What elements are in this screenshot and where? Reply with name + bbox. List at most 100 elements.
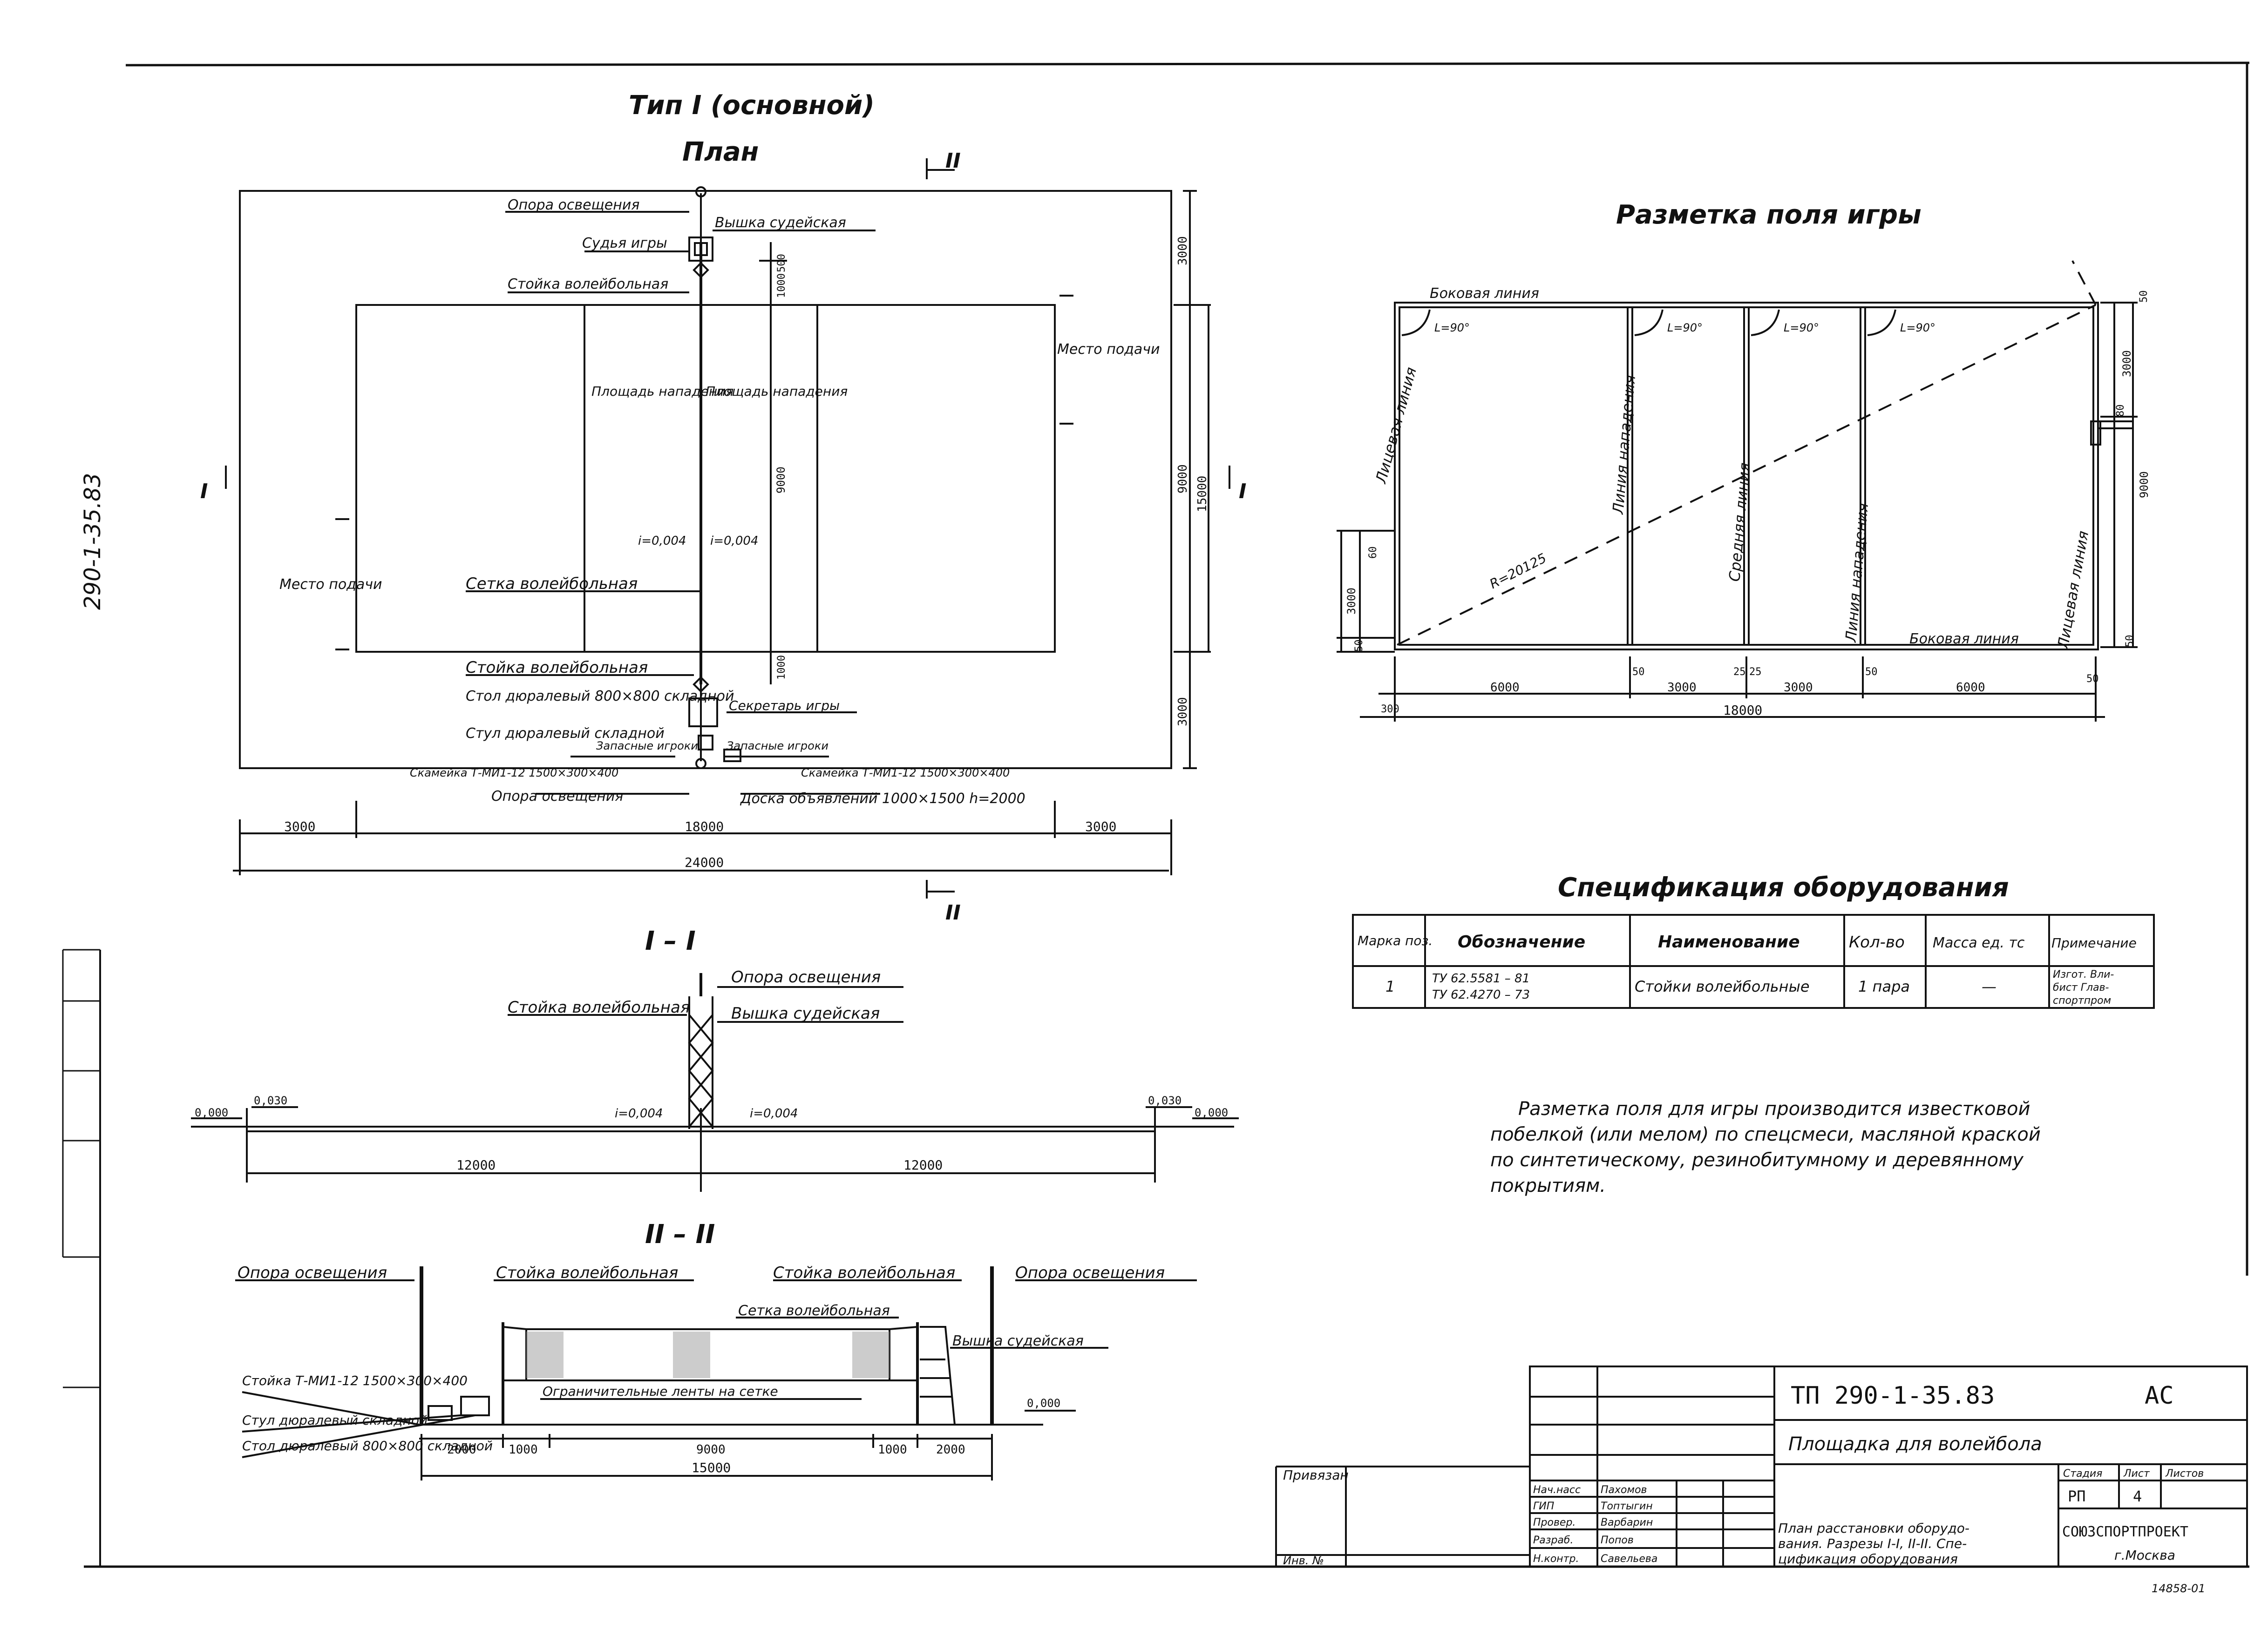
plan-label-table: Стол дюралевый 800×800 складной xyxy=(466,688,734,704)
marking-court-outer xyxy=(1394,302,2099,650)
stamp-linked: Привязан xyxy=(1283,1467,1349,1483)
plan-label-light-pole-top: Опора освещения xyxy=(508,197,639,213)
section2-label-light-pole-right: Опора освещения xyxy=(1015,1264,1165,1282)
section2-dim-c: 9000 xyxy=(696,1443,726,1457)
marking-dim-h2: 3000 xyxy=(1667,681,1697,695)
marking-dim-w50c: 50 xyxy=(2086,673,2099,685)
plan-label-slope-right: i=0,004 xyxy=(710,534,758,548)
marking-label-radius: R=20125 xyxy=(1487,550,1549,592)
plan-dim-r9000: 9000 xyxy=(1176,464,1190,494)
plan-section-mark-top: II xyxy=(945,149,961,173)
spec-header-mass: Масса ед. тс xyxy=(1933,935,2025,951)
plan-label-attack-left: Площадь нападения xyxy=(591,384,733,399)
spec-cells: Марка поз. Обозначение Наименование Кол-… xyxy=(1358,933,2137,1007)
section1-labels: Опора освещения Стойка волейбольная Вышк… xyxy=(195,968,1228,1173)
plan-labels: Опора освещения Вышка судейская Судья иг… xyxy=(279,197,1160,807)
marking-angle-3: L=90° xyxy=(1784,321,1819,334)
svg-text:покрытиям.: покрытиям. xyxy=(1490,1175,1606,1197)
binding-strip xyxy=(62,949,100,1388)
stamp-sheet-desc-1: План расстановки оборудо- xyxy=(1778,1521,1969,1536)
section1-label-tower: Вышка судейская xyxy=(731,1004,880,1023)
marking-dim-w25b: 25 xyxy=(1749,666,1762,678)
stamp-name-0: Пахомов xyxy=(1601,1484,1647,1496)
section2-label-post-left: Стойка волейбольная xyxy=(496,1264,678,1282)
marking-label-front-right: Лицевая линия xyxy=(2054,529,2092,650)
spec-row-name: Стойки волейбольные xyxy=(1635,978,1810,995)
section1-level-1: 0,000 xyxy=(195,1106,228,1119)
plan-dimensions: 500 1000 9000 1000 3000 9000 3000 15000 … xyxy=(200,149,1246,925)
stamp-org: СОЮЗСПОРТПРОЕКТ xyxy=(2062,1524,2188,1540)
plan-label-judge: Судья игры xyxy=(582,235,667,251)
plan-label-light-pole-bottom: Опора освещения xyxy=(491,788,623,804)
stamp-role-1: ГИП xyxy=(1533,1501,1554,1512)
plan-post-bottom xyxy=(693,676,709,693)
plan-drawing xyxy=(225,158,1230,899)
spec-row-note-3: спортпром xyxy=(2053,995,2111,1007)
marking-label-side-bottom: Боковая линия xyxy=(1909,631,2019,647)
marking-dim-w50a: 50 xyxy=(1632,666,1645,678)
section2-title: II – II xyxy=(645,1219,715,1250)
marking-dim-w50b: 50 xyxy=(1865,666,1878,678)
svg-text:по синтетическому, резинобитум: по синтетическому, резинобитумному и дер… xyxy=(1490,1149,2024,1171)
marking-label-side-top: Боковая линия xyxy=(1430,285,1539,302)
stamp-name-4: Савельева xyxy=(1601,1553,1657,1565)
section1-label-slope-right: i=0,004 xyxy=(750,1107,798,1121)
title-block xyxy=(1275,1366,2248,1568)
spec-title: Спецификация оборудования xyxy=(1558,872,2009,903)
section2-label-bench: Стойка Т-МИ1-12 1500×300×400 xyxy=(242,1373,468,1388)
spec-row-mark: 1 xyxy=(1385,978,1395,995)
stamp-role-0: Нач.насс xyxy=(1533,1484,1581,1496)
marking-label-attack-left: Линия нападения xyxy=(1609,374,1639,515)
spec-header-qty: Кол-во xyxy=(1849,933,1905,952)
stamp-stage-header: Стадия xyxy=(2063,1468,2102,1480)
plan-label-attack-right: Площадь нападения xyxy=(706,384,848,399)
section2-label-table: Стол дюралевый 800×800 складной xyxy=(242,1438,493,1453)
plan-dim-9000v: 9000 xyxy=(774,466,788,494)
stamp-role-3: Разраб. xyxy=(1533,1535,1573,1546)
plan-dim-b24000: 24000 xyxy=(685,855,724,870)
marking-dim-v50b: 50 xyxy=(1353,640,1365,652)
plan-type-title: Тип I (основной) xyxy=(629,90,875,121)
section1-dim-2: 12000 xyxy=(903,1157,943,1173)
sheet-frame xyxy=(84,61,2250,1568)
section2-label-post-right: Стойка волейбольная xyxy=(773,1264,955,1282)
plan-dim-r3000a: 3000 xyxy=(1176,236,1190,265)
marking-dim-v80: 80 xyxy=(2115,405,2126,417)
marking-note: Разметка поля для игры производится изве… xyxy=(1490,1098,2041,1197)
plan-label-reserve-left: Запасные игроки xyxy=(596,739,698,752)
section1-dim-1: 12000 xyxy=(456,1157,496,1173)
stamp-name-3: Попов xyxy=(1601,1535,1634,1546)
section2-label-net: Сетка волейбольная xyxy=(738,1303,890,1319)
marking-dim-v60: 60 xyxy=(1367,547,1379,559)
spec-table xyxy=(1352,914,2155,1009)
section2-label-tapes: Ограничительные ленты на сетке xyxy=(543,1384,778,1399)
stamp-sheet: 4 xyxy=(2133,1487,2142,1505)
plan-post-top xyxy=(693,262,709,278)
plan-label-bench-right: Скамейка Т-МИ1-12 1500×300×400 xyxy=(801,766,1010,779)
marking-angle-2: L=90° xyxy=(1667,321,1703,334)
plan-label-bench-left: Скамейка Т-МИ1-12 1500×300×400 xyxy=(410,766,618,779)
marking-dim-v9000: 9000 xyxy=(2138,471,2151,498)
section1-drawing xyxy=(191,973,1239,1192)
section2-labels: Опора освещения Стойка волейбольная Стой… xyxy=(238,1264,1165,1475)
stamp-sheet-desc-3: цификация оборудования xyxy=(1778,1551,1958,1567)
stamp-sheets-header: Листов xyxy=(2165,1468,2204,1480)
plan-section-mark-bottom: II xyxy=(945,901,961,925)
section1-title: I – I xyxy=(645,926,696,956)
marking-dim-v3000b: 3000 xyxy=(1345,588,1358,615)
spec-row-designation-1: ТУ 62.5581 – 81 xyxy=(1432,972,1530,986)
stamp-footer: 14858-01 xyxy=(2152,1582,2206,1595)
marking-dim-v50c: 50 xyxy=(2124,635,2136,648)
marking-angle-4: L=90° xyxy=(1900,321,1935,334)
section2-dim-a: 2000 xyxy=(447,1443,476,1457)
stamp-name-2: Варбарин xyxy=(1601,1517,1653,1528)
section2-drawing xyxy=(235,1266,1197,1481)
plan-label-judge-tower: Вышка судейская xyxy=(715,215,846,231)
plan-light-pole-bottom xyxy=(695,758,706,769)
marking-dim-h4: 6000 xyxy=(1956,681,1985,695)
plan-label-post-bottom: Стойка волейбольная xyxy=(466,658,648,677)
title-block-text: ТП 290-1-35.83 АС Площадка для волейбола… xyxy=(1283,1382,2206,1595)
plan-court xyxy=(355,304,1056,653)
plan-dim-r15000: 15000 xyxy=(1195,476,1209,512)
section2-dim-e: 2000 xyxy=(936,1443,965,1457)
